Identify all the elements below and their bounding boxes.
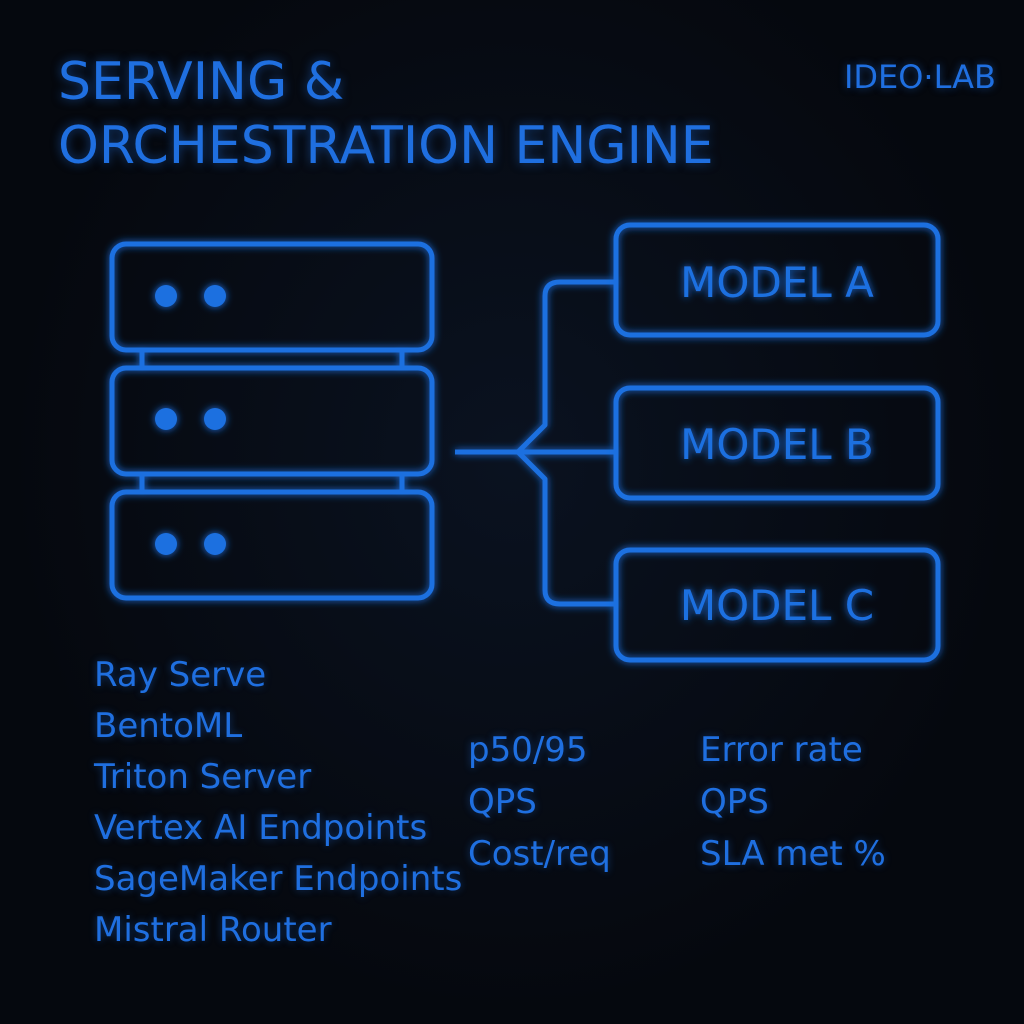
server-rack-icon — [109, 241, 435, 601]
title-line-2: ORCHESTRATION ENGINE — [58, 116, 714, 176]
server-unit-1 — [109, 241, 435, 353]
list-item: QPS — [700, 782, 769, 822]
page-title: SERVING & ORCHESTRATION ENGINE — [58, 50, 878, 178]
metrics-list-right: Error rate QPS SLA met % — [700, 724, 886, 880]
server-led — [204, 408, 226, 430]
model-c-label: MODEL C — [680, 581, 874, 630]
list-item: Triton Server — [94, 757, 312, 797]
list-item: Ray Serve — [94, 655, 267, 695]
list-item: p50/95 — [468, 730, 588, 770]
server-led — [155, 533, 177, 555]
list-item: Vertex AI Endpoints — [94, 808, 428, 848]
server-led — [204, 533, 226, 555]
list-item: Mistral Router — [94, 910, 332, 950]
metrics-list-left: p50/95 QPS Cost/req — [468, 724, 611, 880]
model-box-a: MODEL A — [613, 222, 941, 338]
list-item: QPS — [468, 782, 537, 822]
server-unit-2 — [109, 365, 435, 477]
server-unit-3 — [109, 489, 435, 601]
list-item: Cost/req — [468, 834, 611, 874]
list-item: BentoML — [94, 706, 243, 746]
server-led — [204, 285, 226, 307]
framework-list: Ray Serve BentoML Triton Server Vertex A… — [94, 650, 462, 956]
model-a-label: MODEL A — [680, 258, 874, 307]
model-b-label: MODEL B — [680, 420, 874, 469]
brand-logo: IDEO·LAB — [843, 58, 996, 96]
router-connector — [455, 279, 616, 607]
list-item: SLA met % — [700, 834, 886, 874]
list-item: Error rate — [700, 730, 863, 770]
server-led — [155, 285, 177, 307]
list-item: SageMaker Endpoints — [94, 859, 463, 899]
title-line-1: SERVING & — [58, 52, 345, 112]
model-box-b: MODEL B — [613, 385, 941, 501]
server-led — [155, 408, 177, 430]
model-box-c: MODEL C — [613, 547, 941, 663]
